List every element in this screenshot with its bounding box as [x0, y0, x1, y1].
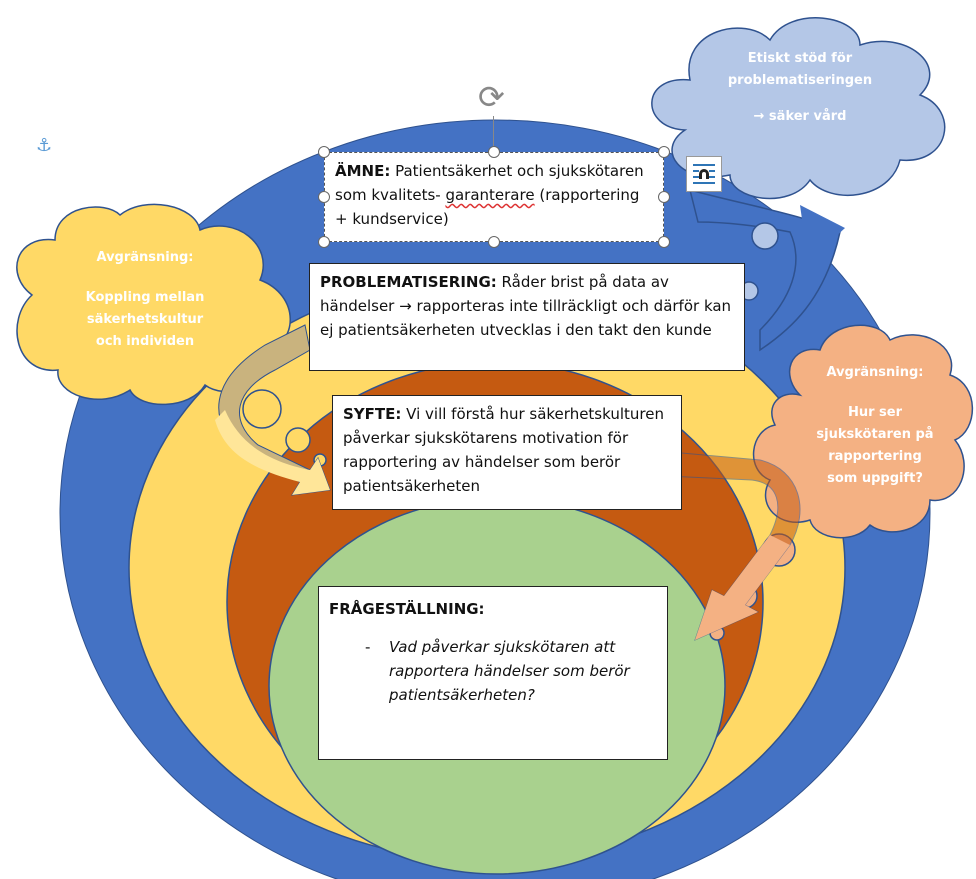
cloud-right-line1: Hur ser [847, 405, 903, 420]
cloud-top-line1: Etiskt stöd för [747, 51, 853, 66]
resize-handle-br[interactable] [658, 236, 670, 248]
syfte-label: SYFTE: [343, 405, 402, 423]
resize-handle-tl[interactable] [318, 146, 330, 158]
resize-handle-tr[interactable] [658, 146, 670, 158]
cloud-left-title: Avgränsning: [96, 250, 194, 265]
cloud-top-line3: → säker vård [753, 109, 847, 124]
resize-handle-mr[interactable] [658, 191, 670, 203]
problematisering-label: PROBLEMATISERING: [320, 273, 497, 291]
cloud-right-line2: sjuksköt­aren på [816, 427, 934, 442]
fragestallning-question: - Vad påverkar sjuksköt­aren att rapport… [365, 635, 651, 707]
problematisering-text: Råder brist på data av händelser → rappo… [320, 273, 732, 339]
anchor-icon: ⚓ [36, 135, 53, 156]
cloud-left-line1: Koppling mellan [85, 290, 205, 305]
cloud-top [651, 17, 946, 339]
cloud-left-line3: och individen [95, 334, 195, 349]
fragestallning-label: FRÅGESTÄLLNING: [329, 600, 485, 618]
amne-box[interactable]: ÄMNE: Patientsäkerhet och sjuksköt­aren … [324, 152, 664, 242]
arrow-blue-head [800, 205, 845, 262]
cloud-top-line2: problematiseringen [727, 73, 873, 88]
amne-label: ÄMNE: [335, 162, 391, 180]
amne-text-2: (rapportering + kundservice) [335, 186, 640, 228]
cloud-right-line4: som uppgift? [827, 471, 923, 486]
resize-handle-bl[interactable] [318, 236, 330, 248]
cloud-left-line2: säkerhetskultur [86, 312, 204, 327]
syfte-box: SYFTE: Vi vill förstå hur säkerhetskultu… [332, 395, 682, 510]
fragestallning-box: FRÅGESTÄLLNING: - Vad påverkar sjuksköt­… [318, 586, 668, 760]
cloud-top-text: Etiskt stöd för problematiseringen → säk… [700, 48, 900, 128]
cloud-right-title: Avgränsning: [826, 365, 924, 380]
cloud-right-text: Avgränsning: Hur ser sjuksköt­aren på ra… [795, 362, 955, 490]
resize-handle-ml[interactable] [318, 191, 330, 203]
resize-handle-bc[interactable] [488, 236, 500, 248]
resize-handle-tc[interactable] [488, 146, 500, 158]
amne-text-1: Patientsäkerhet och sjuksköt­aren som kv… [335, 162, 644, 204]
cloud-left [16, 203, 327, 467]
cloud-left-text: Avgränsning: Koppling mellan säkerhetsku… [55, 247, 235, 353]
arrow-orange-light [695, 535, 790, 640]
amne-underlined-word: garanterare [445, 186, 535, 204]
list-dash: - [365, 638, 371, 656]
arrow-tan-light [215, 410, 330, 495]
cloud-right-line3: rapportering [828, 449, 922, 464]
rotate-handle-line [493, 116, 494, 152]
syfte-text: Vi vill förstå hur säkerhetskulturen påv… [343, 405, 664, 495]
fragestallning-question-text: Vad påverkar sjuksköt­aren att rapporter… [389, 638, 630, 704]
layout-options-icon[interactable] [686, 156, 722, 192]
rotate-handle-icon[interactable]: ⟳ [478, 78, 505, 116]
problematisering-box: PROBLEMATISERING: Råder brist på data av… [309, 263, 745, 371]
